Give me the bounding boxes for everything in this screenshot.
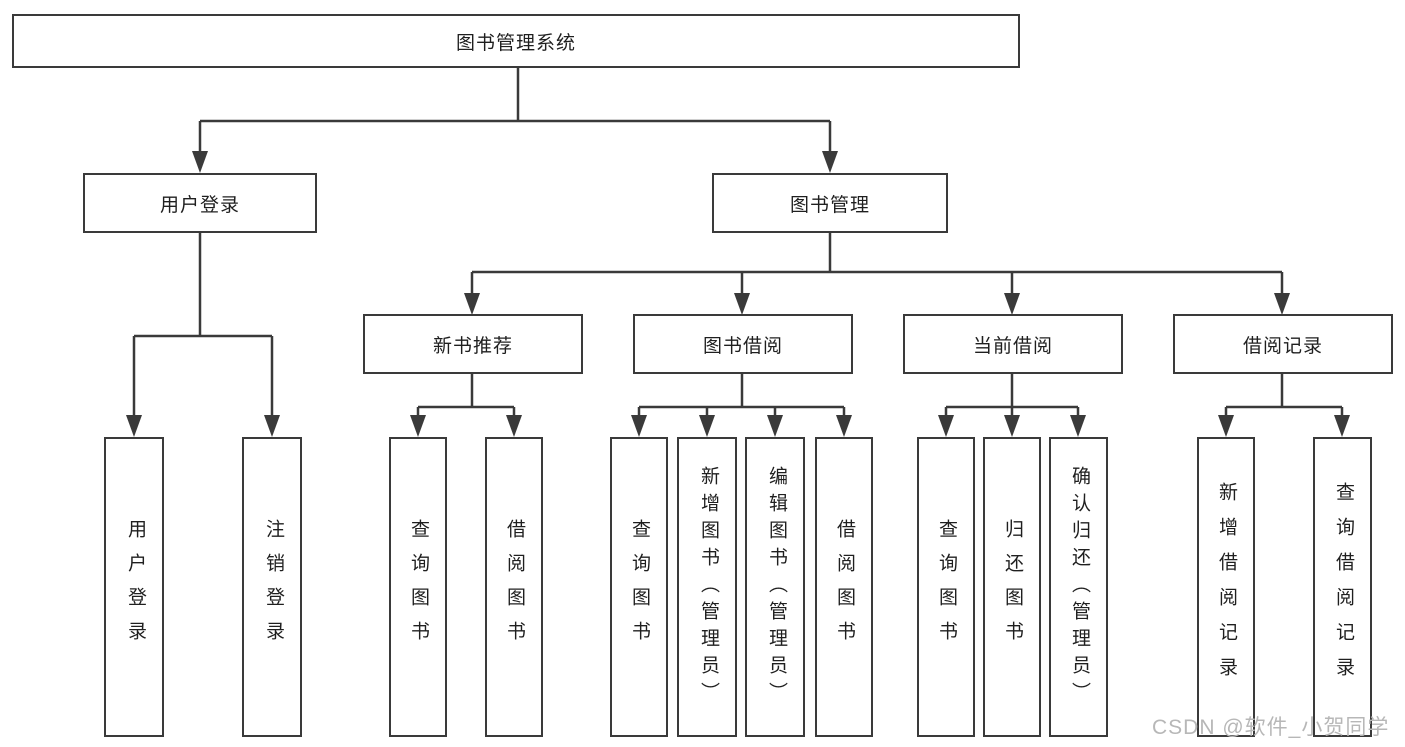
csdn-watermark: CSDN @软件_小贺同学 — [1152, 716, 1390, 739]
leaf-add-borrow-record: 新增借阅记录 — [1197, 437, 1255, 737]
node-root-system: 图书管理系统 — [12, 14, 1020, 68]
leaf-add-books-admin: 新增图书（管理员） — [677, 437, 737, 737]
node-user-login: 用户登录 — [83, 173, 317, 233]
node-current-borrow: 当前借阅 — [903, 314, 1123, 374]
leaf-query-books-borrow: 查询图书 — [610, 437, 668, 737]
connector-book-management — [470, 233, 1284, 295]
leaf-query-books-current: 查询图书 — [917, 437, 975, 737]
leaf-return-books: 归还图书 — [983, 437, 1041, 737]
node-book-borrow: 图书借阅 — [633, 314, 853, 374]
node-borrow-records: 借阅记录 — [1173, 314, 1393, 374]
leaf-query-borrow-record: 查询借阅记录 — [1313, 437, 1372, 737]
leaf-borrow-books: 借阅图书 — [815, 437, 873, 737]
leaf-confirm-return-admin: 确认归还（管理员） — [1049, 437, 1108, 737]
node-book-management: 图书管理 — [712, 173, 948, 233]
leaf-edit-books-admin: 编辑图书（管理员） — [745, 437, 805, 737]
connector-root — [198, 68, 832, 153]
connector-borrow-records — [1224, 374, 1344, 417]
connector-new-book — [416, 374, 516, 417]
leaf-logout: 注销登录 — [242, 437, 302, 737]
leaf-user-login: 用户登录 — [104, 437, 164, 737]
leaf-query-books-recommend: 查询图书 — [389, 437, 447, 737]
connector-book-borrow — [637, 374, 846, 417]
leaf-borrow-books-recommend: 借阅图书 — [485, 437, 543, 737]
connector-current-borrow — [944, 374, 1080, 417]
arrowheads — [126, 151, 1350, 437]
connector-user-login — [132, 233, 274, 417]
node-new-book-recommend: 新书推荐 — [363, 314, 583, 374]
